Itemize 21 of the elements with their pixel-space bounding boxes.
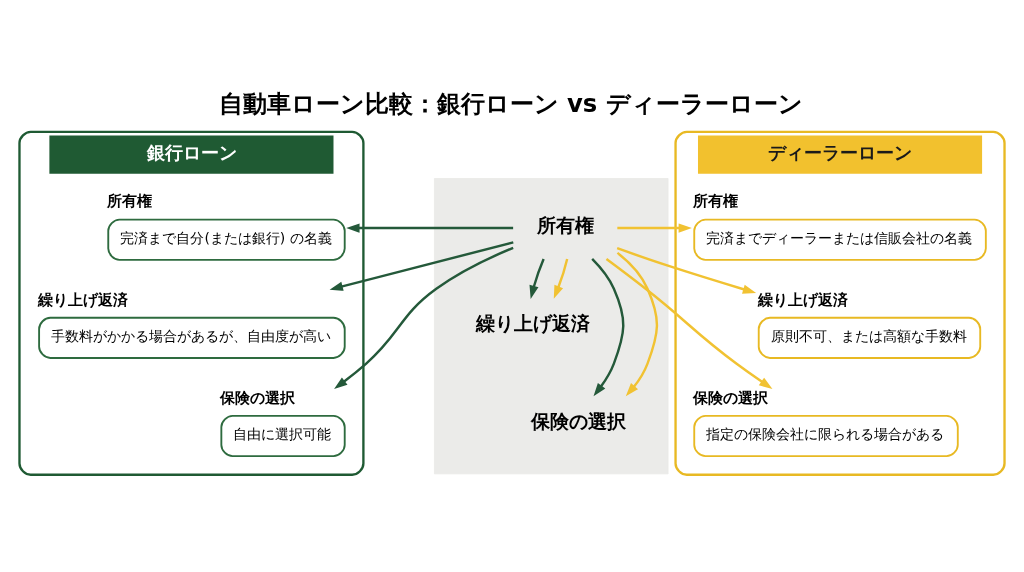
- node-label: 所有権: [107, 192, 153, 211]
- arrow: [617, 223, 692, 233]
- cluster: [433, 178, 669, 475]
- arrow: [529, 258, 545, 299]
- node-label: 保険の選択: [220, 388, 296, 407]
- arrow: [605, 258, 773, 389]
- arrow: [616, 251, 659, 397]
- node-text: 繰り上げ返済: [476, 312, 591, 334]
- arrow: [616, 247, 757, 294]
- arrow: [329, 241, 514, 291]
- arrow: [591, 258, 625, 397]
- arrow: [334, 246, 514, 390]
- arrow: [553, 258, 569, 299]
- node-label: 所有権: [693, 192, 739, 211]
- node-label: 繰り上げ返済: [757, 290, 848, 309]
- diagram-title: 自動車ローン比較：銀行ローン vs ディーラーローン: [218, 88, 803, 118]
- node-label: 繰り上げ返済: [38, 290, 129, 309]
- node-label: 保険の選択: [693, 388, 769, 407]
- arrow: [346, 223, 514, 233]
- node-text: 所有権: [536, 214, 594, 236]
- node-text: 保険の選択: [530, 411, 626, 433]
